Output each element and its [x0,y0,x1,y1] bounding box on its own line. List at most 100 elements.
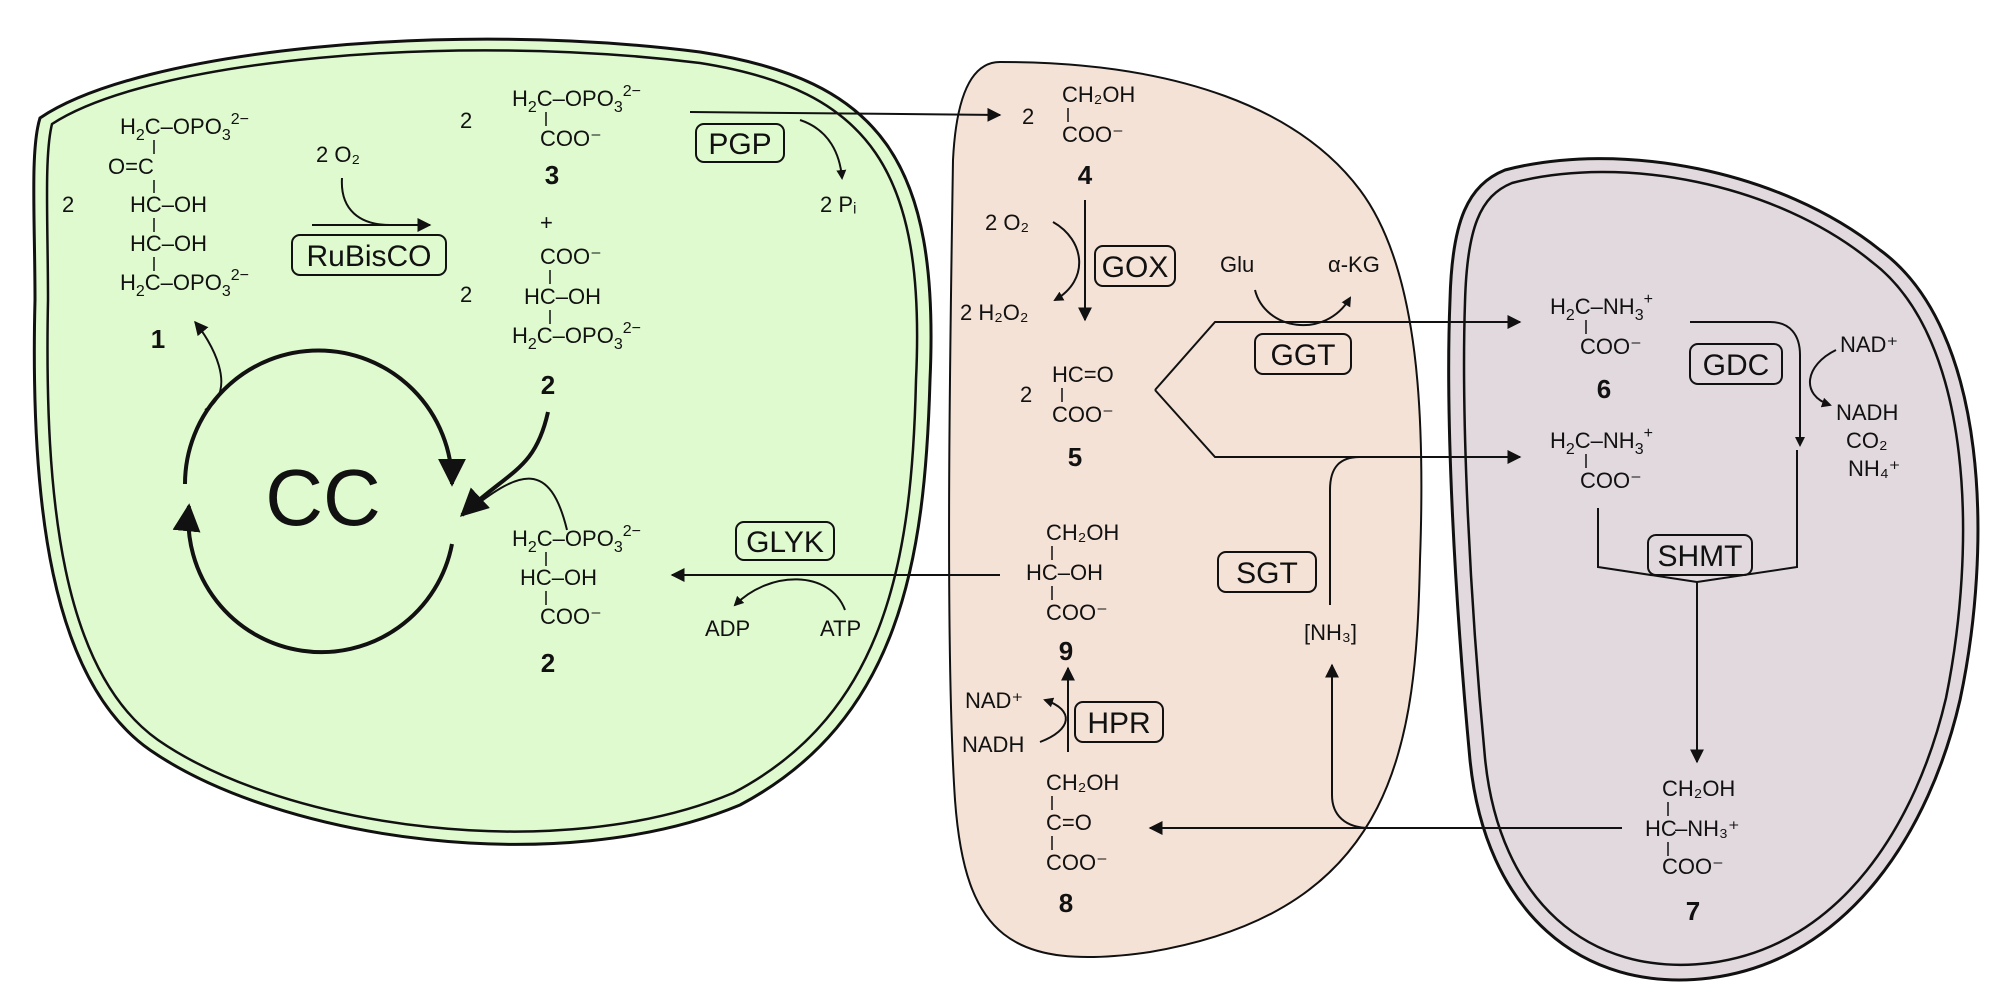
enzyme-hpr-box [1074,701,1164,743]
svg-text:HC–OH: HC–OH [1026,560,1103,585]
svg-text:HC–OH: HC–OH [520,565,597,590]
svg-text:COO⁻: COO⁻ [540,126,602,151]
nadh-gdc: NADH [1836,400,1898,425]
compound-5-glyoxylate: 2 HC=O COO⁻ 5 [1020,362,1114,472]
arrow-glu-akg [1254,289,1352,327]
svg-text:5: 5 [1068,442,1082,472]
svg-text:2: 2 [460,282,472,307]
shmt-left-branch [1597,508,1698,583]
svg-text:1: 1 [151,324,165,354]
enzyme-hpr: HPR [1087,707,1150,740]
svg-text:2: 2 [1022,104,1034,129]
svg-text:COO⁻: COO⁻ [1580,334,1642,359]
svg-text:HC–OH: HC–OH [130,231,207,256]
enzyme-ggt-box [1254,333,1352,375]
calvin-cycle-arc-bottom [172,503,454,655]
arrow-ggt-to-glycine [1154,315,1522,391]
svg-text:2: 2 [1020,382,1032,407]
atp-cofactor: ATP [820,616,861,641]
svg-text:COO⁻: COO⁻ [1662,854,1724,879]
svg-text:HC=O: HC=O [1052,362,1114,387]
enzyme-pgp: PGP [708,128,771,161]
enzyme-pgp-box [695,123,785,163]
svg-text:COO⁻: COO⁻ [1062,122,1124,147]
pi-product: 2 Pᵢ [820,192,856,217]
co2-product: CO₂ [1846,428,1888,453]
enzyme-glyk-box [735,521,835,561]
svg-text:COO⁻: COO⁻ [1052,402,1114,427]
svg-text:CH₂OH: CH₂OH [1062,82,1135,107]
nadh-hpr: NADH [962,732,1024,757]
arrow-nad-nadh-gdc [1809,349,1837,408]
nad-hpr: NAD⁺ [965,688,1023,713]
compound-2-phosphoglycerate-b: H2C–OPO32− HC–OH COO⁻ 2 [512,523,641,678]
svg-text:COO⁻: COO⁻ [1580,468,1642,493]
svg-text:COO⁻: COO⁻ [540,604,602,629]
arrow-nh3-to-sgt [1329,456,1361,605]
compound-2-phosphoglycerate-a: 2 COO⁻ HC–OH H2C–OPO32− 2 [460,244,641,400]
svg-text:2: 2 [62,192,74,217]
enzyme-sgt-box [1217,551,1317,593]
nad-gdc: NAD⁺ [1840,332,1898,357]
enzyme-rubisco-box [291,234,447,276]
svg-text:HC–OH: HC–OH [524,284,601,309]
enzyme-ggt: GGT [1271,339,1336,372]
nh4-product: NH₄⁺ [1848,456,1900,481]
adp-product: ADP [705,616,750,641]
enzyme-glyk: GLYK [746,526,824,559]
svg-text:7: 7 [1686,896,1700,926]
compound-9-glycerate: CH₂OH HC–OH COO⁻ 9 [1026,520,1119,666]
calvin-cycle-label: CC [265,453,381,542]
enzyme-shmt-box [1647,534,1753,576]
compound-4-glycolate: 2 CH₂OH COO⁻ 4 [1022,82,1135,190]
arrow-sgt-to-glycine [1154,389,1522,464]
compound-7-serine: CH₂OH HC –NH₃⁺ COO⁻ 7 [1645,776,1740,926]
nh3-cofactor: [NH₃] [1304,620,1357,645]
svg-text:CH₂OH: CH₂OH [1046,770,1119,795]
svg-text:2: 2 [460,108,472,133]
o2-gox: 2 O₂ [985,210,1029,235]
enzyme-gox: GOX [1102,251,1169,284]
svg-text:8: 8 [1059,888,1073,918]
peroxisome-membrane [948,60,1423,959]
akg-cofactor: α-KG [1328,252,1380,277]
svg-text:COO⁻: COO⁻ [540,244,602,269]
svg-text:9: 9 [1059,636,1073,666]
o2-rubisco: 2 O₂ [316,142,360,167]
svg-text:C=O: C=O [1046,810,1092,835]
svg-text:HC: HC [1645,816,1677,841]
enzyme-gox-box [1094,245,1176,287]
shmt-right-branch [1696,450,1798,583]
svg-text:COO⁻: COO⁻ [1046,600,1108,625]
compound-8-hydroxypyruvate: CH₂OH C=O COO⁻ 8 [1046,770,1119,918]
mitochondrion-outer-membrane [1447,157,1980,982]
enzyme-shmt: SHMT [1658,540,1743,573]
arrow-o2-h2o2-gox [1052,221,1081,301]
svg-text:CH₂OH: CH₂OH [1046,520,1119,545]
svg-text:COO⁻: COO⁻ [1046,850,1108,875]
svg-text:HC–OH: HC–OH [130,192,207,217]
svg-text:CH₂OH: CH₂OH [1662,776,1735,801]
svg-text:4: 4 [1078,160,1093,190]
svg-text:2: 2 [541,370,555,400]
enzyme-gdc-box [1689,343,1783,385]
svg-text:6: 6 [1597,374,1611,404]
enzyme-gdc: GDC [1703,349,1770,382]
calvin-cycle-arc-top [183,348,466,487]
svg-text:3: 3 [545,160,559,190]
enzyme-sgt: SGT [1236,557,1298,590]
arrow-atp-adp-glyk [733,578,846,611]
arrow-gdc [1690,321,1805,447]
arrow-phosphoglycolate-to-glycolate [689,107,1002,122]
chloroplast-inner-membrane [45,49,919,833]
chloroplast-outer-membrane [32,37,933,846]
enzyme-rubisco: RuBisCO [306,240,431,273]
arrow-cc-to-rubp [194,320,223,411]
glu-cofactor: Glu [1220,252,1254,277]
h2o2-product: 2 H₂O₂ [960,300,1028,325]
arrow-pga-into-cc [459,411,550,517]
svg-text:–NH₃⁺: –NH₃⁺ [1675,816,1740,841]
mitochondrion-inner-membrane [1462,170,1965,966]
plus-sign: + [540,210,553,235]
